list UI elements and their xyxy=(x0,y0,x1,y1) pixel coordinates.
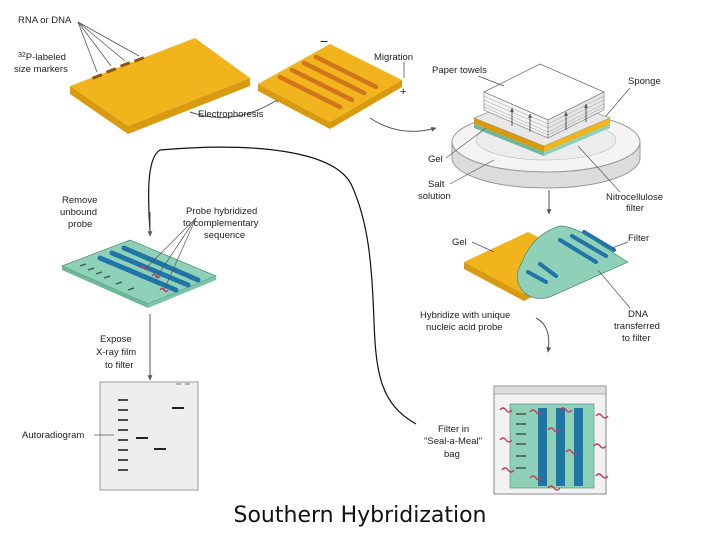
anode-sign: + xyxy=(400,86,406,98)
remove-label-3: probe xyxy=(68,219,92,230)
electrophoresis-label: Electrophoresis xyxy=(198,109,264,120)
gel-and-filter xyxy=(464,225,629,301)
diagram-title: Southern Hybridization xyxy=(233,503,487,528)
sample-gel xyxy=(70,38,250,134)
salt-label-1: Salt xyxy=(428,179,445,190)
gel-label-2: Gel xyxy=(452,237,467,248)
remove-label-1: Remove xyxy=(62,195,97,206)
probe-squiggles xyxy=(499,407,609,491)
sample-pointer-lines xyxy=(77,21,140,73)
salt-pointer xyxy=(449,159,495,185)
size-markers-label: 32P-labeled xyxy=(18,52,66,63)
hyb-marker-ticks xyxy=(79,263,135,291)
autorad-ladder xyxy=(118,399,128,471)
seal-a-meal-bag xyxy=(493,385,609,495)
dna-transferred-label-2: transferred xyxy=(614,321,660,332)
bag-label-3: bag xyxy=(444,449,460,460)
autoradiogram-label: Autoradiogram xyxy=(22,430,84,441)
hybridize-label-2: nucleic acid probe xyxy=(426,322,503,333)
arrow-hybridize xyxy=(535,317,552,353)
rna-dna-label: RNA or DNA xyxy=(18,15,72,26)
sponge-pointer xyxy=(605,87,631,117)
cathode-sign: − xyxy=(320,33,328,49)
dna-transferred-pointer xyxy=(597,269,631,309)
arrow-transfer xyxy=(369,117,437,132)
paper-towels-pointer xyxy=(477,75,505,87)
filter-label: Filter xyxy=(628,233,649,244)
hybridized-filter xyxy=(61,239,217,308)
paper-towels-stack xyxy=(483,63,605,139)
xray-film xyxy=(99,381,199,491)
hyb-bands xyxy=(97,245,201,293)
dna-transferred-label-3: to filter xyxy=(622,333,651,344)
hybridize-label-1: Hybridize with unique xyxy=(420,310,510,321)
sample-wells xyxy=(91,56,145,80)
probe-hyb-label-2: to complementary xyxy=(183,218,259,229)
bag-blue-lanes xyxy=(538,408,583,486)
bag-label-1: Filter in xyxy=(438,424,469,435)
size-markers-label-2: size markers xyxy=(14,64,68,75)
paper-towels-label: Paper towels xyxy=(432,65,487,76)
arrow-electrophoresis xyxy=(189,97,281,118)
migration-label: Migration xyxy=(374,52,413,63)
salt-label-2: solution xyxy=(418,191,451,202)
nitro-label-1: Nitrocellulose xyxy=(606,192,663,203)
gel-label-1: Gel xyxy=(428,154,443,165)
filter-bands xyxy=(526,230,616,284)
nitro-label-2: filter xyxy=(626,203,644,214)
bag-label-2: "Seal-a-Meal" xyxy=(424,436,482,447)
return-curve xyxy=(148,146,417,425)
gel-bands xyxy=(277,54,379,110)
probe-hyb-pointers xyxy=(145,217,197,291)
autorad-bands xyxy=(136,407,184,450)
bag-marker-ladder xyxy=(516,413,526,469)
nitro-pointer xyxy=(577,145,621,193)
remove-label-2: unbound xyxy=(60,207,97,218)
probe-hyb-label-3: sequence xyxy=(204,230,245,241)
gel-pointer-2 xyxy=(471,241,495,253)
electrophoresis-gel xyxy=(258,44,402,129)
dna-transferred-label-1: DNA xyxy=(628,309,649,320)
filter-pointer xyxy=(611,241,629,249)
gel-pointer-1 xyxy=(445,127,487,159)
sponge-label: Sponge xyxy=(628,76,661,87)
expose-label-1: Expose xyxy=(100,334,132,345)
expose-label-2: X-ray film xyxy=(96,347,136,358)
probe-hyb-label-1: Probe hybridized xyxy=(186,206,257,217)
expose-label-3: to filter xyxy=(105,360,134,371)
